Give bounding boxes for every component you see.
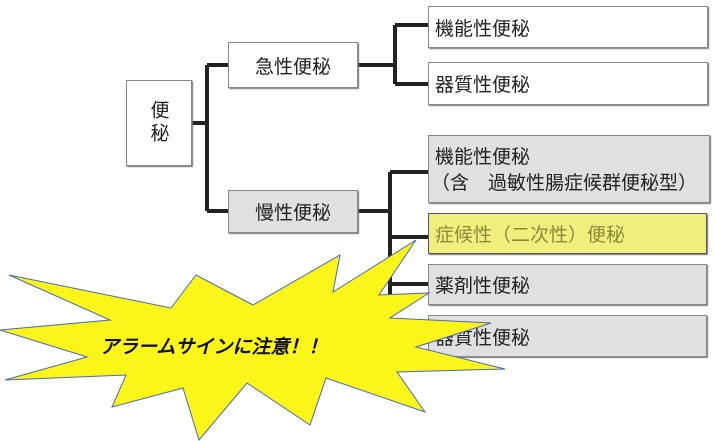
symptomatic-constipation-box: 症候性（二次性）便秘 — [428, 213, 707, 254]
acute-functional-box: 機能性便秘 — [428, 6, 708, 48]
alarm-sign-callout-text: アラームサインに注意！！ — [100, 336, 328, 358]
acute-constipation-box: 急性便秘 — [228, 42, 358, 88]
acute-organic-box: 器質性便秘 — [428, 62, 708, 105]
drug-induced-constipation-box: 薬剤性便秘 — [428, 264, 707, 305]
acute-organic-label: 器質性便秘 — [435, 74, 531, 96]
chronic-functional-box: 機能性便秘 （含 過敏性腸症候群便秘型） — [428, 135, 710, 203]
root-label: 便秘 — [147, 100, 170, 146]
acute-label: 急性便秘 — [254, 55, 331, 78]
chronic-functional-label: 機能性便秘 — [435, 146, 531, 168]
acute-functional-label: 機能性便秘 — [435, 17, 531, 40]
symptomatic-label: 症候性（二次性）便秘 — [435, 224, 626, 246]
chronic-functional-note: （含 過敏性腸症候群便秘型） — [431, 172, 698, 194]
chronic-label: 慢性便秘 — [254, 202, 331, 224]
chronic-constipation-box: 慢性便秘 — [228, 190, 358, 233]
constipation-root-box: 便秘 — [126, 80, 192, 166]
drug-induced-label: 薬剤性便秘 — [435, 275, 531, 297]
